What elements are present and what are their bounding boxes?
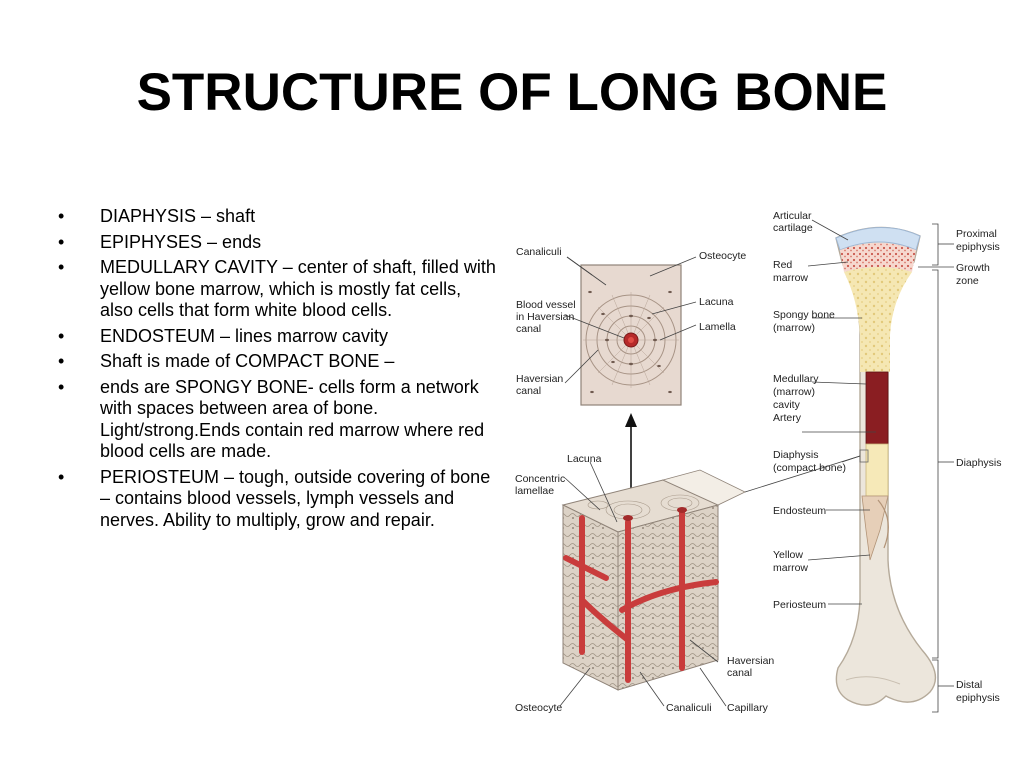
label-canaliculi: Canaliculi bbox=[666, 702, 712, 714]
label-medullary-cavity: cavity bbox=[773, 399, 801, 411]
label-diaphysis-compact: Diaphysis bbox=[773, 449, 819, 461]
long-bone bbox=[835, 226, 937, 706]
label-proximal-epiphysis: epiphysis bbox=[956, 241, 1000, 253]
compact-bone-block bbox=[561, 469, 746, 691]
periosteum-flap bbox=[861, 495, 889, 561]
block-labels: Lacuna Concentric lamellae Haversian can… bbox=[515, 453, 774, 714]
label-yellow-marrow: Yellow bbox=[773, 549, 803, 561]
label-growth-zone: zone bbox=[956, 275, 979, 287]
yellow-marrow bbox=[865, 443, 889, 497]
bullet-dot: • bbox=[58, 257, 65, 277]
label-distal-epiphysis: epiphysis bbox=[956, 692, 1000, 704]
bullet-text: Shaft is made of COMPACT BONE – bbox=[100, 351, 395, 371]
label-haversian-canal: canal bbox=[727, 667, 752, 679]
medullary-cavity bbox=[865, 371, 889, 445]
bullet-dot: • bbox=[58, 351, 65, 371]
label-spongy-bone: Spongy bone bbox=[773, 309, 835, 321]
bullet-text: PERIOSTEUM – tough, outside covering of … bbox=[100, 466, 491, 530]
block-vessels bbox=[563, 509, 719, 683]
label-capillary: Capillary bbox=[727, 702, 769, 714]
bullet-text: ENDOSTEUM – lines marrow cavity bbox=[100, 325, 389, 346]
label-blood-vessel: Blood vessel bbox=[516, 299, 576, 311]
spongy-bone-region bbox=[844, 267, 912, 372]
label-medullary-cavity: (marrow) bbox=[773, 386, 815, 398]
label-osteocyte: Osteocyte bbox=[699, 250, 746, 262]
label-osteocyte: Osteocyte bbox=[515, 702, 562, 714]
label-proximal-epiphysis: Proximal bbox=[956, 228, 997, 240]
label-red-marrow: Red bbox=[773, 259, 792, 271]
label-concentric-lamellae: Concentric bbox=[515, 473, 565, 485]
label-periosteum: Periosteum bbox=[773, 599, 826, 611]
inset-connector-line bbox=[744, 455, 861, 493]
label-lacuna: Lacuna bbox=[699, 296, 734, 308]
label-artery: Artery bbox=[773, 412, 802, 424]
slide-title: STRUCTURE OF LONG BONE bbox=[136, 63, 888, 122]
osteon-cross-section bbox=[580, 264, 682, 406]
bullet-item: • DIAPHYSIS – shaft bbox=[56, 206, 496, 228]
label-haversian-canal: Haversian bbox=[727, 655, 774, 667]
bullet-dot: • bbox=[58, 376, 65, 397]
label-growth-zone: Growth bbox=[956, 262, 990, 274]
bone-right-brackets bbox=[918, 223, 954, 713]
bone-left-labels: Articular cartilage Red marrow Spongy bo… bbox=[773, 210, 846, 611]
label-canaliculi: Canaliculi bbox=[516, 246, 562, 258]
bullet-dot: • bbox=[58, 231, 65, 252]
label-medullary-cavity: Medullary bbox=[773, 373, 819, 385]
label-diaphysis: Diaphysis bbox=[956, 457, 1002, 469]
bullet-item: • PERIOSTEUM – tough, outside covering of… bbox=[56, 467, 496, 532]
bullet-text: EPIPHYSES – ends bbox=[100, 231, 262, 252]
label-concentric-lamellae: lamellae bbox=[515, 485, 554, 497]
articular-cartilage bbox=[835, 227, 921, 251]
bullet-item: • Shaft is made of COMPACT BONE – bbox=[56, 351, 496, 373]
label-articular-cartilage: cartilage bbox=[773, 222, 813, 234]
osteon-labels: Canaliculi Osteocyte Blood vessel in Hav… bbox=[516, 246, 746, 397]
bullet-list: • DIAPHYSIS – shaft • EPIPHYSES – ends • ME… bbox=[56, 206, 496, 535]
label-haversian-canal: canal bbox=[516, 385, 541, 397]
label-yellow-marrow: marrow bbox=[773, 562, 808, 574]
label-spongy-bone: (marrow) bbox=[773, 322, 815, 334]
arrow-head bbox=[625, 413, 637, 427]
label-lacuna: Lacuna bbox=[567, 453, 602, 465]
bullet-item: • EPIPHYSES – ends bbox=[56, 232, 496, 254]
label-diaphysis-compact: (compact bone) bbox=[773, 462, 846, 474]
bullet-text: DIAPHYSIS – shaft bbox=[100, 206, 256, 226]
bullet-dot: • bbox=[58, 206, 65, 226]
label-blood-vessel: canal bbox=[516, 323, 541, 335]
bullet-item: • MEDULLARY CAVITY – center of shaft, fil… bbox=[56, 257, 496, 322]
label-haversian-canal: Haversian bbox=[516, 373, 563, 385]
block-right-face bbox=[617, 504, 719, 691]
bullet-text: ends are SPONGY BONE- cells form a netwo… bbox=[100, 376, 485, 462]
label-lamella: Lamella bbox=[699, 321, 736, 333]
bullet-dot: • bbox=[58, 325, 65, 346]
bone-right-labels: Proximal epiphysis Growth zone Diaphysis… bbox=[956, 228, 1002, 704]
label-red-marrow: marrow bbox=[773, 272, 808, 284]
block-left-face bbox=[562, 504, 619, 691]
label-blood-vessel: in Haversian bbox=[516, 311, 575, 323]
label-endosteum: Endosteum bbox=[773, 505, 826, 517]
bullet-dot: • bbox=[58, 466, 65, 487]
label-distal-epiphysis: Distal bbox=[956, 679, 982, 691]
bullet-text: MEDULLARY CAVITY – center of shaft, fill… bbox=[100, 257, 496, 320]
red-marrow-region bbox=[840, 243, 916, 272]
bullet-item: • ENDOSTEUM – lines marrow cavity bbox=[56, 326, 496, 348]
label-articular-cartilage: Articular bbox=[773, 210, 812, 222]
bullet-item: • ends are SPONGY BONE- cells form a netw… bbox=[56, 377, 496, 463]
